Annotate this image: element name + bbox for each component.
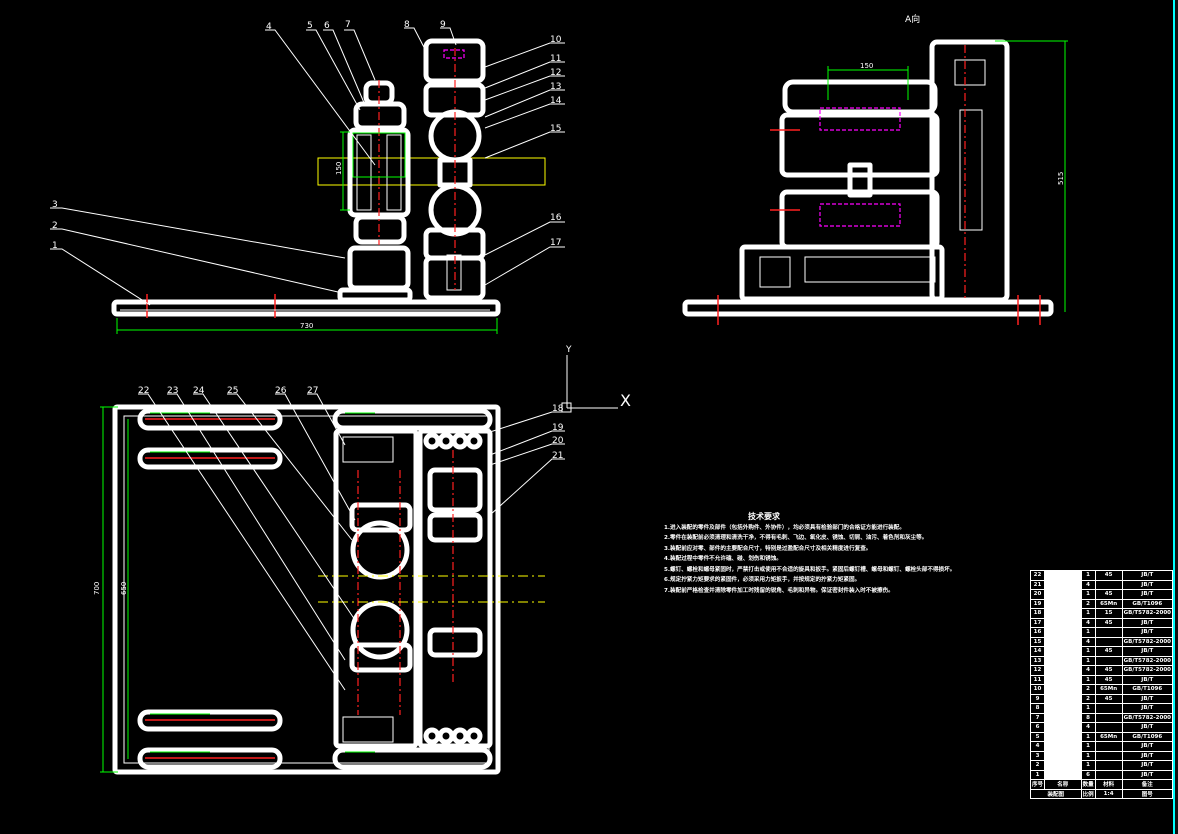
tech-req-item: 1.进入装配的零件及部件（包括外购件、外协件），均必须具有检验部门的合格证方能进… [664, 524, 905, 531]
bom-header: 序号名称数量材料备注 [1029, 779, 1174, 790]
svg-text:25: 25 [227, 386, 238, 396]
svg-text:3: 3 [52, 200, 58, 210]
svg-text:26: 26 [275, 386, 287, 396]
svg-text:2: 2 [52, 221, 58, 231]
front-view: 150 730 1 2 3 4 5 6 7 8 9 10 11 12 13 14… [50, 20, 565, 334]
drawing-border [1173, 0, 1175, 834]
svg-text:5: 5 [307, 21, 313, 31]
svg-text:9: 9 [440, 20, 446, 30]
view-label: A向 [905, 13, 920, 25]
dim-roll-gap: 150 [860, 62, 873, 70]
svg-text:17: 17 [550, 238, 561, 248]
svg-text:13: 13 [550, 82, 561, 92]
tech-req-item: 7.装配前严格检查并清除零件加工时残留的锐角、毛刺和异物。保证密封件装入时不被擦… [664, 587, 894, 594]
tech-req-item: 4.装配过程中零件不允许磕、碰、划伤和锈蚀。 [664, 556, 782, 562]
dim-roll: 150 [335, 162, 343, 175]
svg-text:19: 19 [552, 423, 564, 433]
svg-text:7: 7 [345, 20, 351, 30]
tech-req-item: 5.螺钉、螺栓和螺母紧固时，严禁打击或使用不合适的旋具和扳手。紧固后螺钉槽、螺母… [664, 566, 956, 573]
svg-text:27: 27 [307, 386, 318, 396]
technical-requirements: 技术要求 1.进入装配的零件及部件（包括外购件、外协件），均必须具有检验部门的合… [664, 512, 964, 596]
tech-req-title: 技术要求 [748, 512, 780, 521]
base-plate [111, 299, 501, 317]
svg-text:20: 20 [552, 436, 564, 446]
dim-inner: 650 [120, 582, 128, 595]
front-part-labels: 1 2 3 4 5 6 7 8 9 10 11 12 13 14 15 16 1… [52, 20, 562, 251]
svg-text:10: 10 [550, 35, 562, 45]
top-part-labels: 18 19 20 21 22 23 24 25 26 27 [138, 386, 564, 461]
svg-text:18: 18 [552, 404, 564, 414]
svg-text:1: 1 [52, 241, 58, 251]
tech-req-item: 3.装配前应对零、部件的主要配合尺寸，特别是过盈配合尺寸及相关精度进行复查。 [664, 545, 872, 552]
strip-workpiece [317, 157, 546, 186]
svg-text:8: 8 [404, 20, 410, 30]
slots [137, 408, 493, 770]
ucs-icon: Y X [561, 345, 631, 413]
svg-text:24: 24 [193, 386, 205, 396]
svg-text:11: 11 [550, 54, 561, 64]
svg-text:12: 12 [550, 68, 561, 78]
svg-text:22: 22 [138, 386, 149, 396]
svg-text:21: 21 [552, 451, 563, 461]
left-roll-stand [337, 80, 413, 303]
svg-text:16: 16 [550, 213, 562, 223]
dim-width: 730 [300, 322, 313, 330]
svg-text:4: 4 [266, 22, 272, 32]
svg-text:6: 6 [324, 21, 330, 31]
svg-text:23: 23 [167, 386, 178, 396]
tech-req-item: 2.零件在装配前必须清理和清洗干净，不得有毛刺、飞边、氧化皮、锈蚀、切屑、油污、… [664, 535, 928, 541]
dim-height: 515 [1057, 172, 1065, 185]
dim-length: 700 [93, 582, 101, 595]
top-view: 700 650 18 19 20 21 22 23 24 25 26 27 [93, 386, 565, 775]
scrollbar[interactable] [1175, 0, 1178, 834]
tech-req-item: 6.规定拧紧力矩要求的紧固件，必须采用力矩扳手，并按规定的拧紧力矩紧固。 [664, 577, 861, 583]
svg-text:X: X [620, 391, 631, 410]
side-view: A向 150 515 [682, 13, 1068, 325]
svg-text:15: 15 [550, 124, 561, 134]
svg-text:14: 14 [550, 96, 562, 106]
right-roll-stand [423, 38, 486, 301]
svg-text:Y: Y [565, 345, 572, 355]
